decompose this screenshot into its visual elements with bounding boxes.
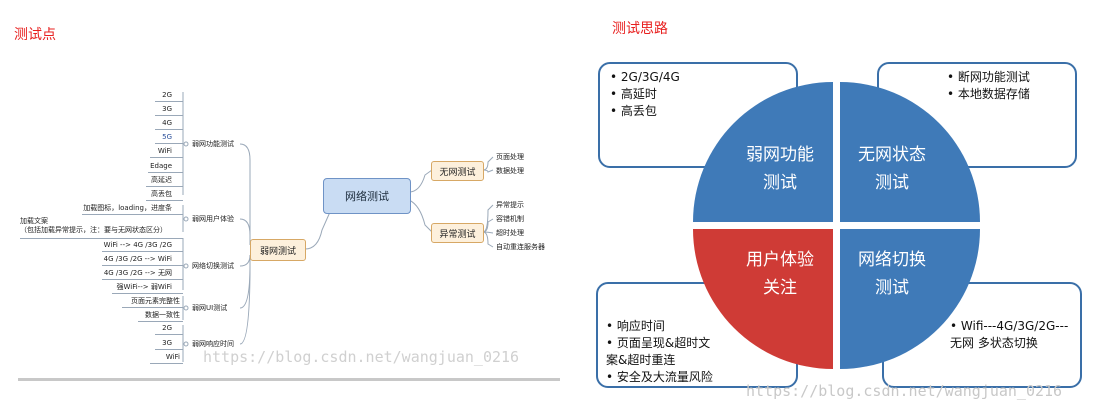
leaf-resp-3g: 3G xyxy=(162,339,172,347)
exception-reconnect: 自动重连服务器 xyxy=(496,243,545,251)
leaf-underline xyxy=(102,279,183,280)
leaf-underline xyxy=(155,101,183,102)
box-item: 高延时 xyxy=(620,87,657,101)
leaf-ui-complete: 页面元素完整性 xyxy=(131,297,180,305)
leaf-underline xyxy=(155,143,183,144)
leaf-underline xyxy=(112,293,183,294)
leaf-underline xyxy=(155,129,183,130)
box-item: Wifi---4G/3G/2G--- 无网 多状态切换 xyxy=(950,319,1069,350)
leaf-underline xyxy=(148,172,183,173)
left-section-title: 测试点 xyxy=(14,27,56,43)
mindmap-connectors xyxy=(182,92,494,362)
leaf-underline xyxy=(20,238,183,239)
leaf-underline xyxy=(150,157,183,158)
leaf-data-consistency: 数据一致性 xyxy=(145,311,180,319)
quadrant-no-net xyxy=(840,82,980,222)
leaf-underline xyxy=(146,200,183,201)
quadrant-network-switch xyxy=(840,229,980,369)
leaf-4g: 4G xyxy=(162,119,172,127)
quadrant-label-user-experience: 用户体验 关注 xyxy=(746,250,814,298)
leaf-underline xyxy=(102,265,183,266)
box-item: 高丢包 xyxy=(620,104,657,118)
group-weak-ui: 弱网UI测试 xyxy=(192,304,228,312)
leaf-resp-2g: 2G xyxy=(162,324,172,332)
leaf-underline xyxy=(138,321,183,322)
leaf-underline xyxy=(150,363,183,364)
node-exception: 异常测试 xyxy=(431,223,484,243)
leaf-2g: 2G xyxy=(162,91,172,99)
box-item: 本地数据存储 xyxy=(957,87,1030,101)
leaf-underline xyxy=(102,251,183,252)
leaf-loading-icon: 加载图标，loading，进度条 xyxy=(83,204,172,212)
leaf-switch-2: 4G /3G /2G --> WiFi xyxy=(103,255,172,263)
node-no-net: 无网测试 xyxy=(431,161,484,181)
leaf-underline xyxy=(155,349,183,350)
leaf-high-loss: 高丢包 xyxy=(151,190,172,198)
exception-tip: 异常提示 xyxy=(496,201,524,209)
leaf-underline xyxy=(122,307,183,308)
leaf-loading-text: 加载文案 （包括加载异常提示，注：要与无网状态区分） xyxy=(20,217,167,234)
group-weak-function: 弱网功能测试 xyxy=(192,140,234,148)
no-net-page: 页面处理 xyxy=(496,153,524,161)
box-item: 2G/3G/4G xyxy=(620,70,680,84)
leaf-underline xyxy=(82,214,183,215)
exception-fault: 容错机制 xyxy=(496,215,524,223)
leaf-resp-wifi: WiFi xyxy=(165,353,180,361)
quadrant-weak-function xyxy=(693,82,833,222)
quadrant-label-weak-function: 弱网功能 测试 xyxy=(746,145,814,193)
leaf-edage: Edage xyxy=(150,162,172,170)
leaf-high-latency: 高延迟 xyxy=(151,176,172,184)
node-weak-net: 弱网测试 xyxy=(250,239,306,261)
leaf-3g: 3G xyxy=(162,105,172,113)
group-weak-response: 弱网响应时间 xyxy=(192,340,234,348)
box-item: 断网功能测试 xyxy=(957,70,1030,84)
right-section-title: 测试思路 xyxy=(612,21,668,37)
quadrant-user-experience xyxy=(693,229,833,369)
leaf-switch-4: 强WiFi--> 弱WiFi xyxy=(116,283,173,291)
leaf-switch-3: 4G /3G /2G --> 无网 xyxy=(103,269,172,277)
watermark-right: https://blog.csdn.net/wangjuan_0216 xyxy=(746,382,1063,400)
leaf-underline xyxy=(155,115,183,116)
quadrant-label-no-net: 无网状态 测试 xyxy=(858,145,926,193)
group-switch: 网络切换测试 xyxy=(192,262,234,270)
leaf-underline xyxy=(155,334,183,335)
quadrant-label-network-switch: 网络切换 测试 xyxy=(858,250,926,298)
watermark-left: https://blog.csdn.net/wangjuan_0216 xyxy=(203,348,520,366)
leaf-underline xyxy=(146,186,183,187)
leaf-switch-1: WiFi --> 4G /3G /2G xyxy=(103,241,172,249)
box-item: 页面呈现&超时文 案&超时重连 xyxy=(606,336,711,367)
box-item: 响应时间 xyxy=(616,319,665,333)
bottom-divider xyxy=(18,378,560,381)
box-item: 安全及大流量风险 xyxy=(616,370,713,384)
no-net-data: 数据处理 xyxy=(496,167,524,175)
leaf-wifi: WiFi xyxy=(157,147,172,155)
node-network-test: 网络测试 xyxy=(323,178,411,214)
exception-timeout: 超时处理 xyxy=(496,229,524,237)
leaf-5g: 5G xyxy=(162,133,172,141)
group-weak-ux: 弱网用户体验 xyxy=(192,215,234,223)
